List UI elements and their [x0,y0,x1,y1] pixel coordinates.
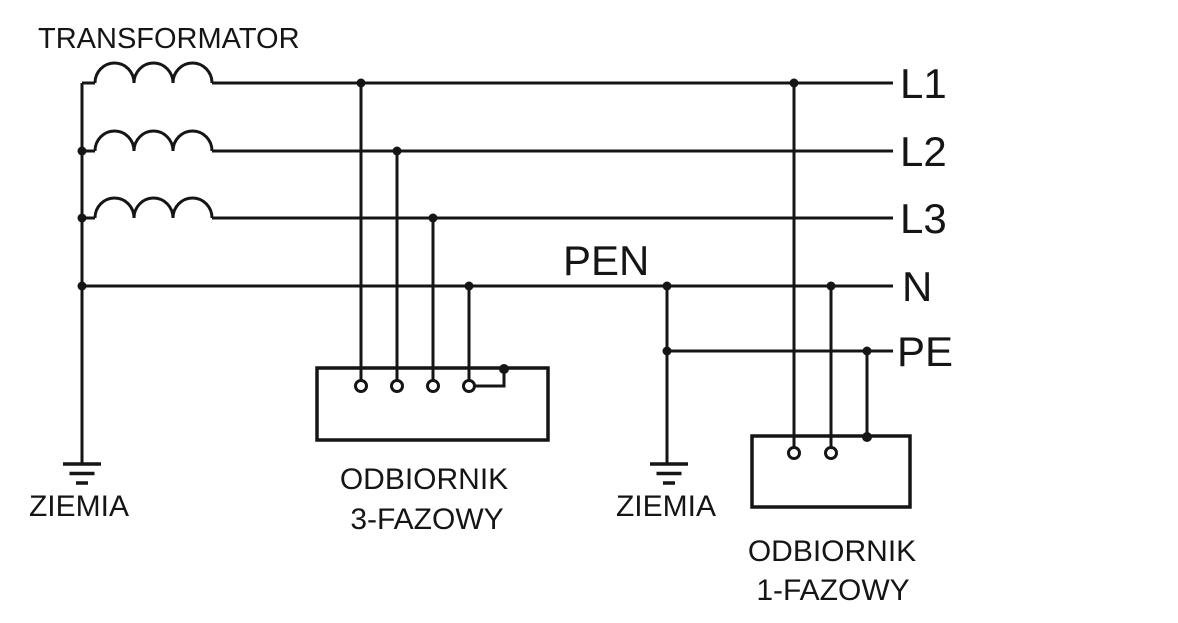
load-box-three-phase [315,366,550,442]
earth-label-middle: ZIEMIA [616,490,716,523]
junction-dot [862,346,872,356]
terminal-load3-pen [462,379,476,393]
bus-label-n: N [902,263,932,310]
bus-label-l2: L2 [900,128,947,175]
vertical-wires [80,83,869,464]
bus-label-l1: L1 [900,60,947,107]
load3-label-line2: 3-FAZOWY [350,503,503,536]
junction-dot [662,281,672,291]
terminal-load3-l1 [354,379,368,393]
junction-dots [77,78,872,442]
earth-symbol-middle [650,462,688,485]
terminal-load3-l2 [390,379,404,393]
winding-l1 [93,61,214,84]
junction-dot [662,346,672,356]
chassis-bond-dot-load1 [862,432,872,442]
junction-dot [77,213,87,223]
pen-label: PEN [563,237,649,284]
earth-symbol-left [63,462,101,485]
junction-dot [77,281,87,291]
load1-label-line1: ODBIORNIK [748,535,916,568]
junction-dot [392,146,402,156]
junction-dot [826,281,836,291]
transformer-label: TRANSFORMATOR [38,23,300,55]
junction-dot [77,146,87,156]
junction-dot [789,78,799,88]
load1-label-line2: 1-FAZOWY [756,574,909,607]
bus-label-l3: L3 [900,195,947,242]
bus-lines [82,81,893,353]
load3-label-line1: ODBIORNIK [340,463,508,496]
load-box-single-phase [750,434,912,509]
terminal-load1-n [824,446,838,460]
bus-label-pe: PE [897,328,953,375]
terminal-load1-l [787,446,801,460]
transformer-windings [93,61,214,219]
winding-l3 [93,196,214,219]
load-terminals [354,379,838,460]
chassis-bond-dot-load3 [499,364,509,374]
junction-dot [356,78,366,88]
junction-dot [464,281,474,291]
earth-label-left: ZIEMIA [29,490,129,523]
winding-l2 [93,129,214,152]
terminal-load3-l3 [426,379,440,393]
junction-dot [428,213,438,223]
